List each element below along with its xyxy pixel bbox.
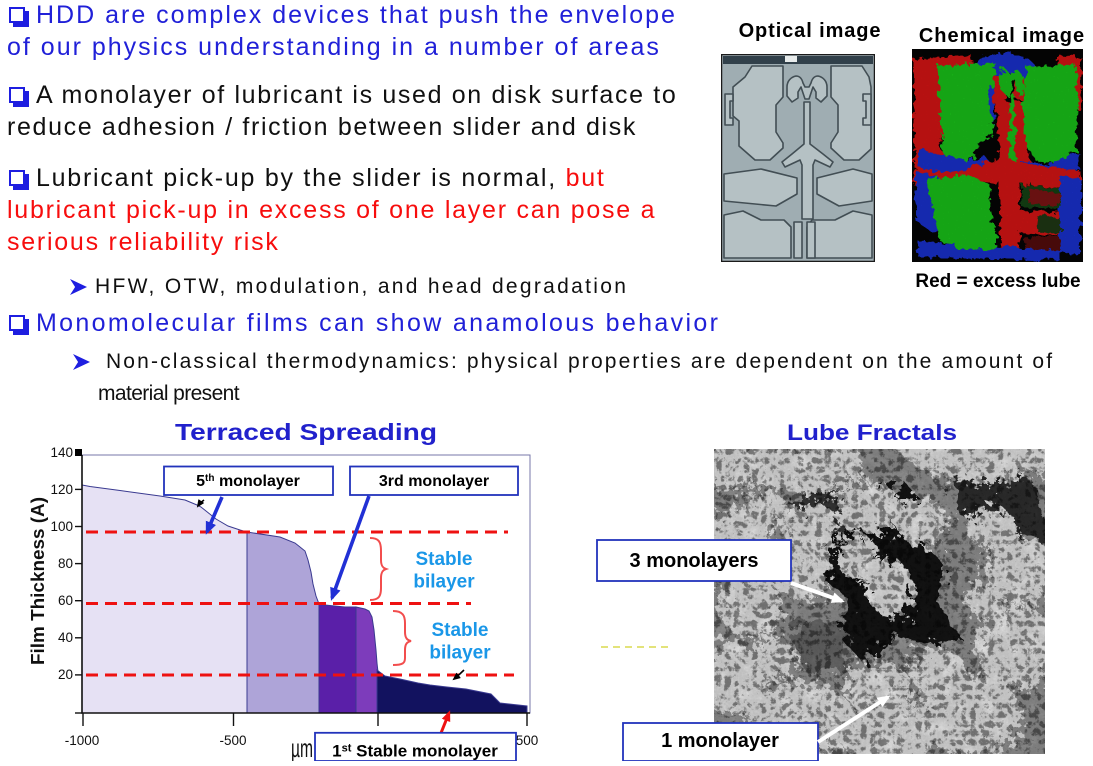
- svg-text:Terraced Spreading: Terraced Spreading: [175, 420, 437, 445]
- svg-text:3rd monolayer: 3rd monolayer: [379, 473, 489, 490]
- svg-text:60: 60: [58, 593, 73, 608]
- svg-text:1st Stable monolayer: 1st Stable monolayer: [332, 742, 498, 761]
- svg-text:3 monolayers: 3 monolayers: [630, 550, 759, 572]
- svg-text:100: 100: [50, 519, 73, 534]
- svg-text:1 monolayer: 1 monolayer: [661, 730, 779, 752]
- svg-text:Film Thickness (A): Film Thickness (A): [30, 497, 48, 665]
- svg-text:-1000: -1000: [65, 733, 100, 748]
- svg-text:Stable: Stable: [431, 620, 488, 641]
- svg-text:bilayer: bilayer: [413, 572, 475, 593]
- svg-text:Stable: Stable: [415, 549, 472, 570]
- svg-text:20: 20: [58, 667, 73, 682]
- svg-text:120: 120: [50, 482, 73, 497]
- svg-text:40: 40: [58, 630, 73, 645]
- svg-text:140: 140: [50, 445, 73, 460]
- svg-text:-500: -500: [219, 733, 246, 748]
- svg-text:bilayer: bilayer: [429, 643, 491, 664]
- svg-text:500: 500: [516, 733, 539, 748]
- svg-text:µm: µm: [291, 733, 313, 761]
- svg-text:Lube Fractals: Lube Fractals: [787, 420, 957, 445]
- svg-text:80: 80: [58, 556, 73, 571]
- svg-text:5th monolayer: 5th monolayer: [196, 473, 300, 490]
